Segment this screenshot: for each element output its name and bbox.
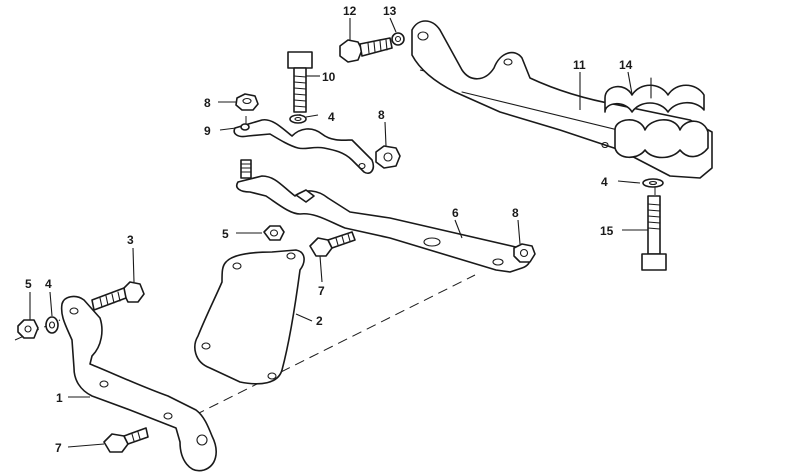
clamp-stud (240, 159, 252, 179)
part-5-nut-lower-left (17, 319, 39, 339)
callout-5-lower-left: 5 (25, 277, 32, 291)
part-6-lower-clamp-bracket (235, 175, 531, 273)
callout-12: 12 (343, 4, 357, 18)
part-15-bolt (641, 195, 667, 271)
callout-15: 15 (600, 224, 614, 238)
callout-8-upper-left: 8 (204, 96, 211, 110)
callout-8-upper-right: 8 (378, 108, 385, 122)
part-1-lower-left-bracket (60, 295, 217, 472)
part-10-vertical-bolt (287, 51, 313, 113)
callout-7-lower: 7 (55, 441, 62, 455)
part-9-upper-clamp (233, 118, 375, 175)
callout-4-right: 4 (601, 175, 608, 189)
part-12-bolt (339, 37, 393, 63)
callout-8-lower-right: 8 (512, 206, 519, 220)
callout-2: 2 (316, 314, 323, 328)
callout-10: 10 (322, 70, 336, 84)
callout-1: 1 (56, 391, 63, 405)
part-4-washer-upper (289, 114, 307, 124)
part-8-nut-upper-left (235, 93, 259, 111)
part-14-clamp-halves (604, 77, 709, 159)
part-8-nut-upper-right (375, 145, 401, 169)
part-8-nut-lower-right (513, 243, 536, 263)
callout-leaders (29, 17, 648, 448)
callout-4-lower-left: 4 (45, 277, 52, 291)
callout-labels: 12 13 10 8 9 4 8 11 14 4 15 6 8 5 7 2 3 … (25, 4, 633, 455)
callout-14: 14 (619, 58, 633, 72)
part-3-bolt (91, 281, 145, 311)
part-4-washer-right (642, 178, 664, 188)
part-13-washer (391, 32, 405, 46)
callout-7-middle: 7 (318, 284, 325, 298)
callout-4-upper: 4 (328, 110, 335, 124)
callout-3: 3 (127, 233, 134, 247)
callout-13: 13 (383, 4, 397, 18)
callout-5-middle: 5 (222, 227, 229, 241)
part-2-plate-bracket (194, 249, 305, 385)
part-7-bolt-middle (309, 231, 356, 257)
callout-9: 9 (204, 124, 211, 138)
callout-11: 11 (573, 58, 586, 72)
part-7-bolt-lower (103, 427, 149, 453)
part-5-nut-middle (263, 225, 285, 241)
callout-6: 6 (452, 206, 459, 220)
part-4-washer-lower-left (45, 316, 59, 334)
